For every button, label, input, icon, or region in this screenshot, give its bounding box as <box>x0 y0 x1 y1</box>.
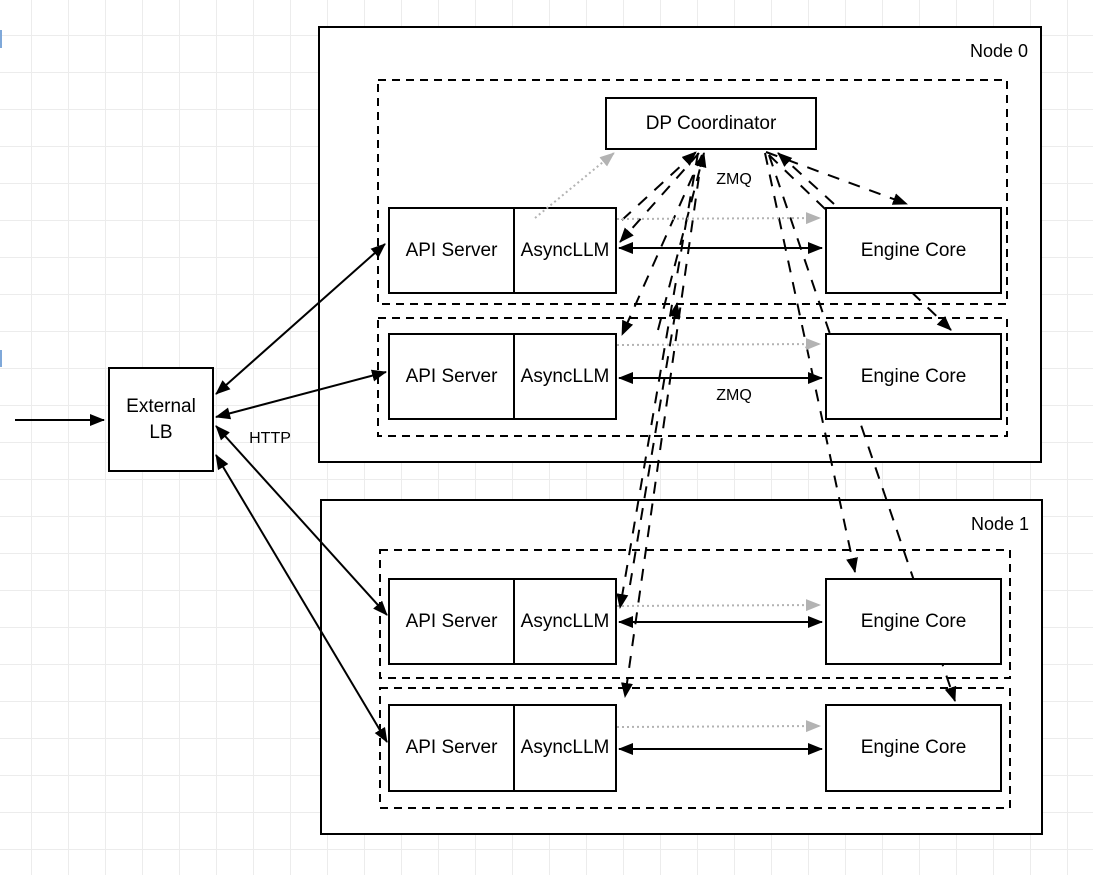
api-async-pair-n0r0: API Server AsyncLLM <box>388 207 617 294</box>
engine-core-label: Engine Core <box>860 239 967 261</box>
api-server-box-n1r0: API Server <box>390 580 515 663</box>
engine-core-box-n0r0: Engine Core <box>825 207 1002 294</box>
asyncllm-label: AsyncLLM <box>520 737 610 758</box>
node0-title: Node 0 <box>969 41 1028 61</box>
engine-core-label: Engine Core <box>860 365 967 387</box>
engine-core-label: Engine Core <box>860 610 967 632</box>
external-lb-box: External LB <box>108 367 214 472</box>
api-server-label: API Server <box>405 365 498 387</box>
api-server-box-n0r1: API Server <box>390 335 515 418</box>
engine-core-box-n1r1: Engine Core <box>825 704 1002 792</box>
asyncllm-label: AsyncLLM <box>520 610 610 632</box>
asyncllm-box-n0r0: AsyncLLM <box>515 209 615 292</box>
dp-coordinator-box: DP Coordinator <box>605 97 817 150</box>
api-async-pair-n1r1: API Server AsyncLLM <box>388 704 617 792</box>
asyncllm-box-n1r0: AsyncLLM <box>515 580 615 663</box>
api-async-pair-n1r0: API Server AsyncLLM <box>388 578 617 665</box>
node1-title: Node 1 <box>970 514 1029 534</box>
api-server-box-n1r1: API Server <box>390 706 515 790</box>
api-server-label: API Server <box>405 610 498 632</box>
zmq-label-engine: ZMQ <box>716 387 752 404</box>
asyncllm-label: AsyncLLM <box>520 365 610 387</box>
engine-core-box-n1r0: Engine Core <box>825 578 1002 665</box>
http-label: HTTP <box>249 430 291 447</box>
engine-core-label: Engine Core <box>860 737 967 758</box>
api-server-label: API Server <box>405 239 498 261</box>
asyncllm-box-n0r1: AsyncLLM <box>515 335 615 418</box>
zmq-label-coordinator: ZMQ <box>716 171 752 188</box>
api-async-pair-n0r1: API Server AsyncLLM <box>388 333 617 420</box>
engine-core-box-n0r1: Engine Core <box>825 333 1002 420</box>
external-lb-label: External LB <box>126 395 196 443</box>
api-server-box-n0r0: API Server <box>390 209 515 292</box>
canvas-edge-mark <box>0 30 2 48</box>
dp-coordinator-label: DP Coordinator <box>645 112 777 134</box>
asyncllm-label: AsyncLLM <box>520 239 610 261</box>
asyncllm-box-n1r1: AsyncLLM <box>515 706 615 790</box>
api-server-label: API Server <box>405 737 498 758</box>
canvas-edge-mark <box>0 350 2 367</box>
